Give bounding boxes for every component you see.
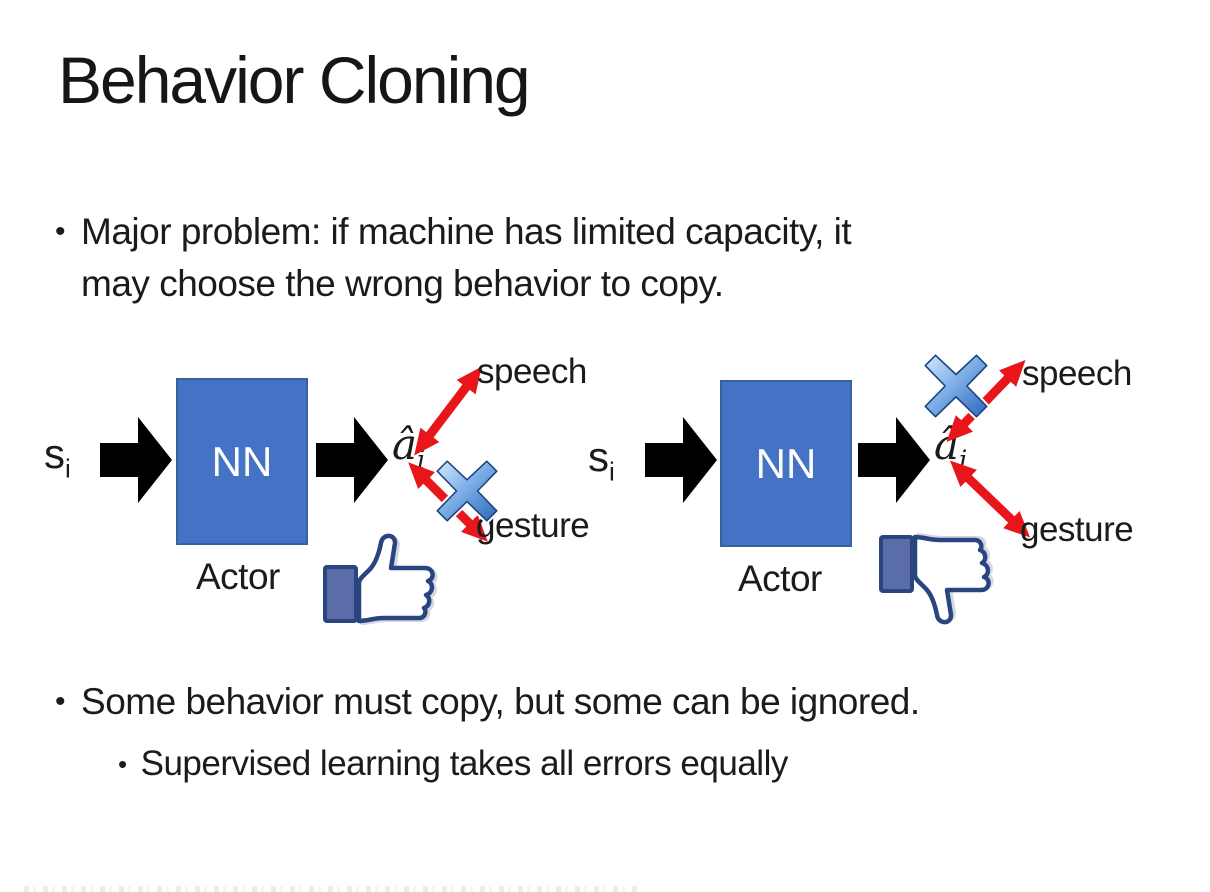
bullet-supervised-learning-text: Supervised learning takes all errors equ… [140,744,789,783]
bullet-some-behavior-text: Some behavior must copy, but some can be… [81,681,920,722]
bullet-supervised-learning: • Supervised learning takes all errors e… [118,740,788,788]
action-speech-label: speech [477,352,587,391]
actor-caption: Actor [738,558,822,599]
thumbs-down-icon [879,533,994,625]
bullet-marker: • [118,749,127,779]
clipped-text-fragment [24,886,640,892]
bullet-marker: • [55,215,66,248]
flow-arrow-icon [316,417,388,503]
bullet-major-problem: • Major problem: if machine has limited … [55,206,852,310]
actor-caption: Actor [196,556,280,597]
red-double-arrow-speech-icon [414,366,482,456]
thumbs-up-icon [323,533,438,625]
flow-arrow-icon [100,417,172,503]
cross-out-icon [434,458,500,524]
nn-box: NN [720,380,852,547]
bullet-major-problem-text: Major problem: if machine has limited ca… [81,211,852,304]
slide-title: Behavior Cloning [58,43,531,117]
bullet-marker: • [55,685,66,718]
bullet-some-behavior: • Some behavior must copy, but some can … [55,676,920,728]
action-speech-label: speech [1022,354,1132,393]
input-state-label: si [44,430,71,484]
output-action-label: âi [392,420,426,476]
input-state-label: si [588,433,615,487]
red-double-arrow-speech-icon [946,359,1026,443]
flow-arrow-icon [858,417,930,503]
cross-out-icon [922,352,990,420]
nn-box: NN [176,378,308,545]
flow-arrow-icon [645,417,717,503]
action-gesture-label: gesture [1020,510,1134,549]
red-double-arrow-gesture-icon [949,460,1031,538]
